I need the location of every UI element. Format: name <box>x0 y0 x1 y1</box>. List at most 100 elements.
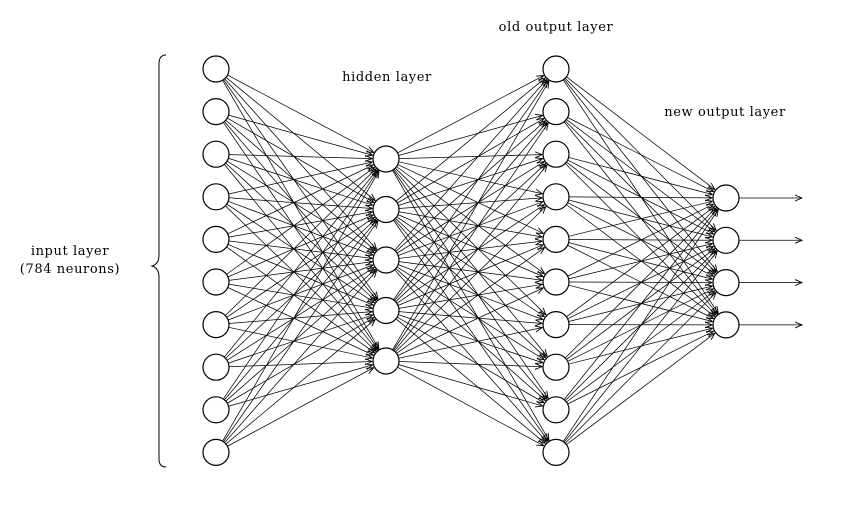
hidden-old-edge <box>398 311 542 324</box>
input-hidden-edge <box>223 79 377 299</box>
old-output-neuron <box>542 353 570 381</box>
old-new-edge <box>568 197 712 198</box>
input-hidden-edge <box>225 219 376 359</box>
input-hidden-edge <box>228 365 373 407</box>
input-neuron <box>202 438 230 466</box>
old-new-edge <box>568 242 713 280</box>
input-hidden-edge <box>227 318 374 404</box>
new-output-neuron <box>712 269 740 297</box>
hidden-neuron <box>372 145 400 173</box>
input-hidden-connections <box>222 74 379 447</box>
old-new-edge <box>564 208 716 359</box>
old-new-edge <box>567 202 714 277</box>
old-new-edge <box>566 76 714 190</box>
hidden-old-edge <box>398 115 543 156</box>
hidden-old-edge <box>398 241 542 259</box>
old-new-output-connections <box>562 76 718 445</box>
hidden-layer-neurons <box>372 145 400 375</box>
hidden-old-edge <box>395 268 546 401</box>
input-hidden-edge <box>226 167 375 275</box>
hidden-old-edge <box>396 216 545 317</box>
input-layer-brace <box>150 54 167 468</box>
input-layer-label: input layer <box>31 244 110 259</box>
hidden-neuron <box>372 195 400 224</box>
input-hidden-edge <box>228 315 372 364</box>
hidden-neuron <box>372 296 400 325</box>
input-hidden-edge <box>225 319 375 445</box>
hidden-old-edge <box>395 164 546 302</box>
hidden-old-edge <box>398 364 543 406</box>
input-hidden-edge <box>224 121 376 299</box>
old-output-neuron <box>542 183 570 211</box>
new-output-neuron <box>712 311 740 339</box>
input-hidden-edge <box>222 171 379 442</box>
hidden-old-edge <box>398 198 542 209</box>
input-hidden-edge <box>223 221 378 442</box>
hidden-old-edge <box>394 219 547 399</box>
input-neuron <box>202 396 230 424</box>
hidden-old-edge <box>398 284 542 309</box>
old-output-neuron <box>542 268 570 296</box>
input-hidden-edge <box>228 326 373 358</box>
old-output-layer-neurons <box>542 55 570 466</box>
input-hidden-edge <box>224 78 377 250</box>
hidden-old-edge <box>398 261 542 281</box>
input-hidden-edge <box>227 215 373 278</box>
hidden-old-edge <box>397 119 544 204</box>
hidden-old-edge <box>397 288 544 356</box>
input-hidden-edge <box>228 212 372 238</box>
old-new-edge <box>563 209 717 400</box>
old-output-neuron <box>542 140 570 168</box>
input-hidden-edge <box>228 362 372 368</box>
new-output-neuron <box>712 184 740 212</box>
hidden-old-edge <box>396 162 544 254</box>
old-new-edge <box>567 204 714 277</box>
old-new-edge <box>568 201 713 237</box>
hidden-old-edge <box>395 121 546 252</box>
input-neuron <box>202 353 230 381</box>
hidden-old-edge <box>394 269 547 442</box>
input-neuron <box>202 183 230 211</box>
input-hidden-edge <box>227 287 374 355</box>
old-new-edge <box>566 333 714 445</box>
old-output-layer-label: old output layer <box>499 20 614 35</box>
hidden-old-edge <box>396 166 545 274</box>
hidden-old-edge <box>395 167 546 315</box>
input-hidden-edge <box>228 157 372 205</box>
hidden-old-edge <box>398 264 543 320</box>
input-hidden-edge <box>227 368 373 447</box>
input-hidden-edge <box>223 164 377 350</box>
hidden-old-edge <box>392 169 548 398</box>
hidden-old-edge <box>393 123 548 351</box>
input-hidden-edge <box>228 200 373 255</box>
input-hidden-edge <box>228 240 372 258</box>
input-hidden-edge <box>223 170 377 358</box>
input-hidden-edge <box>228 197 372 209</box>
input-neuron <box>202 268 230 296</box>
input-neuron <box>202 140 230 168</box>
input-hidden-edge <box>222 171 378 400</box>
new-output-layer-label: new output layer <box>664 105 786 120</box>
input-hidden-edge <box>225 162 376 301</box>
hidden-old-edge <box>395 218 546 357</box>
hidden-layer-label: hidden layer <box>342 70 432 85</box>
input-hidden-edge <box>224 220 377 401</box>
hidden-old-edge <box>398 314 542 363</box>
old-output-neuron <box>542 396 570 424</box>
input-hidden-edge <box>225 269 376 402</box>
hidden-old-edge <box>396 266 544 360</box>
hidden-old-edge <box>398 328 543 359</box>
input-neuron <box>202 55 230 83</box>
hidden-old-edge <box>393 80 547 301</box>
hidden-old-edge <box>394 122 546 301</box>
old-new-edge <box>568 157 713 194</box>
old-output-neuron <box>542 311 570 339</box>
input-neuron <box>202 97 230 126</box>
hidden-neuron <box>372 246 400 274</box>
old-new-edge <box>567 244 714 318</box>
input-neuron <box>202 225 230 253</box>
hidden-old-edge <box>397 366 543 446</box>
input-hidden-edge <box>228 283 372 308</box>
hidden-old-edge <box>396 205 545 304</box>
old-new-edge <box>564 292 716 444</box>
